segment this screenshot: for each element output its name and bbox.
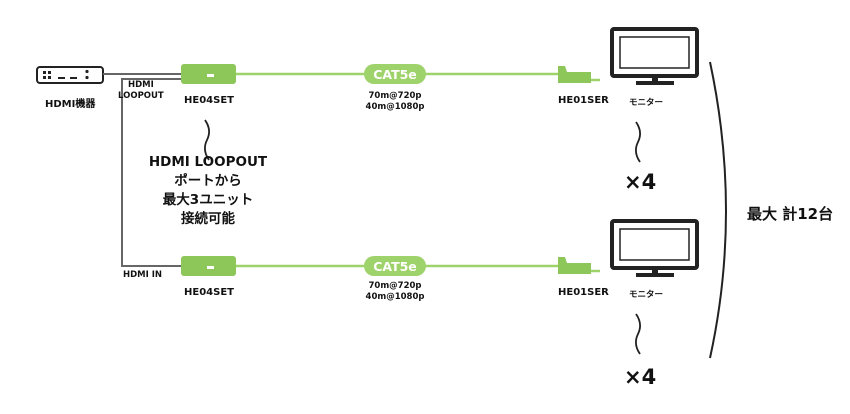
monitor-label: モニター	[629, 98, 664, 108]
note-line: 接続可能	[181, 211, 235, 227]
cable-spec-line: 70m@720p	[368, 91, 422, 101]
cable-spec: 70m@720p 40m@1080p	[355, 91, 435, 113]
loopout-label-line: LOOPOUT	[118, 91, 164, 101]
cat5e-badge	[364, 256, 426, 276]
hdmi-wires	[103, 73, 181, 267]
cat5e-badge-text: CAT5e	[373, 259, 417, 274]
receiver-unit-icon	[558, 257, 600, 274]
note-line: ポートから	[174, 173, 242, 189]
loopout-note: HDMI LOOPOUT ポートから 最大3ユニット 接続可能	[133, 153, 283, 229]
transmitter-label: HE04SET	[184, 287, 234, 298]
hdmi-in-port-label: HDMI IN	[123, 270, 163, 280]
squiggle-icon	[204, 119, 210, 161]
receiver-label: HE01SER	[558, 287, 609, 298]
transmitter-unit-icon	[181, 256, 236, 276]
bracket-icon	[709, 61, 727, 359]
total-label: 最大 計12台	[747, 205, 834, 223]
squiggle-icon	[635, 313, 641, 355]
monitor-label: モニター	[629, 290, 664, 300]
cat5e-badge	[364, 64, 426, 84]
note-line: 最大3ユニット	[162, 192, 254, 208]
cat5e-badge-text: CAT5e	[373, 67, 417, 82]
transmitter-unit-icon	[181, 64, 236, 84]
receiver-unit-icon	[558, 66, 600, 83]
cable-spec-line: 40m@1080p	[365, 102, 425, 112]
loopout-label-line: HDMI	[127, 80, 154, 90]
multiplier-label: ×4	[624, 170, 657, 194]
hdmi-device-label: HDMI機器	[45, 99, 96, 110]
hdmi-device-icon	[36, 66, 104, 84]
cable-spec-line: 40m@1080p	[365, 292, 425, 302]
monitor-icon	[610, 219, 699, 277]
note-line: HDMI LOOPOUT	[148, 154, 268, 170]
squiggle-icon	[635, 121, 641, 163]
cable-spec: 70m@720p 40m@1080p	[355, 281, 435, 303]
cable-spec-line: 70m@720p	[368, 281, 422, 291]
transmitter-label: HE04SET	[184, 95, 234, 106]
monitor-icon	[610, 27, 699, 85]
loopout-port-label: HDMI LOOPOUT	[118, 80, 164, 102]
multiplier-label: ×4	[624, 365, 657, 389]
receiver-label: HE01SER	[558, 95, 609, 106]
